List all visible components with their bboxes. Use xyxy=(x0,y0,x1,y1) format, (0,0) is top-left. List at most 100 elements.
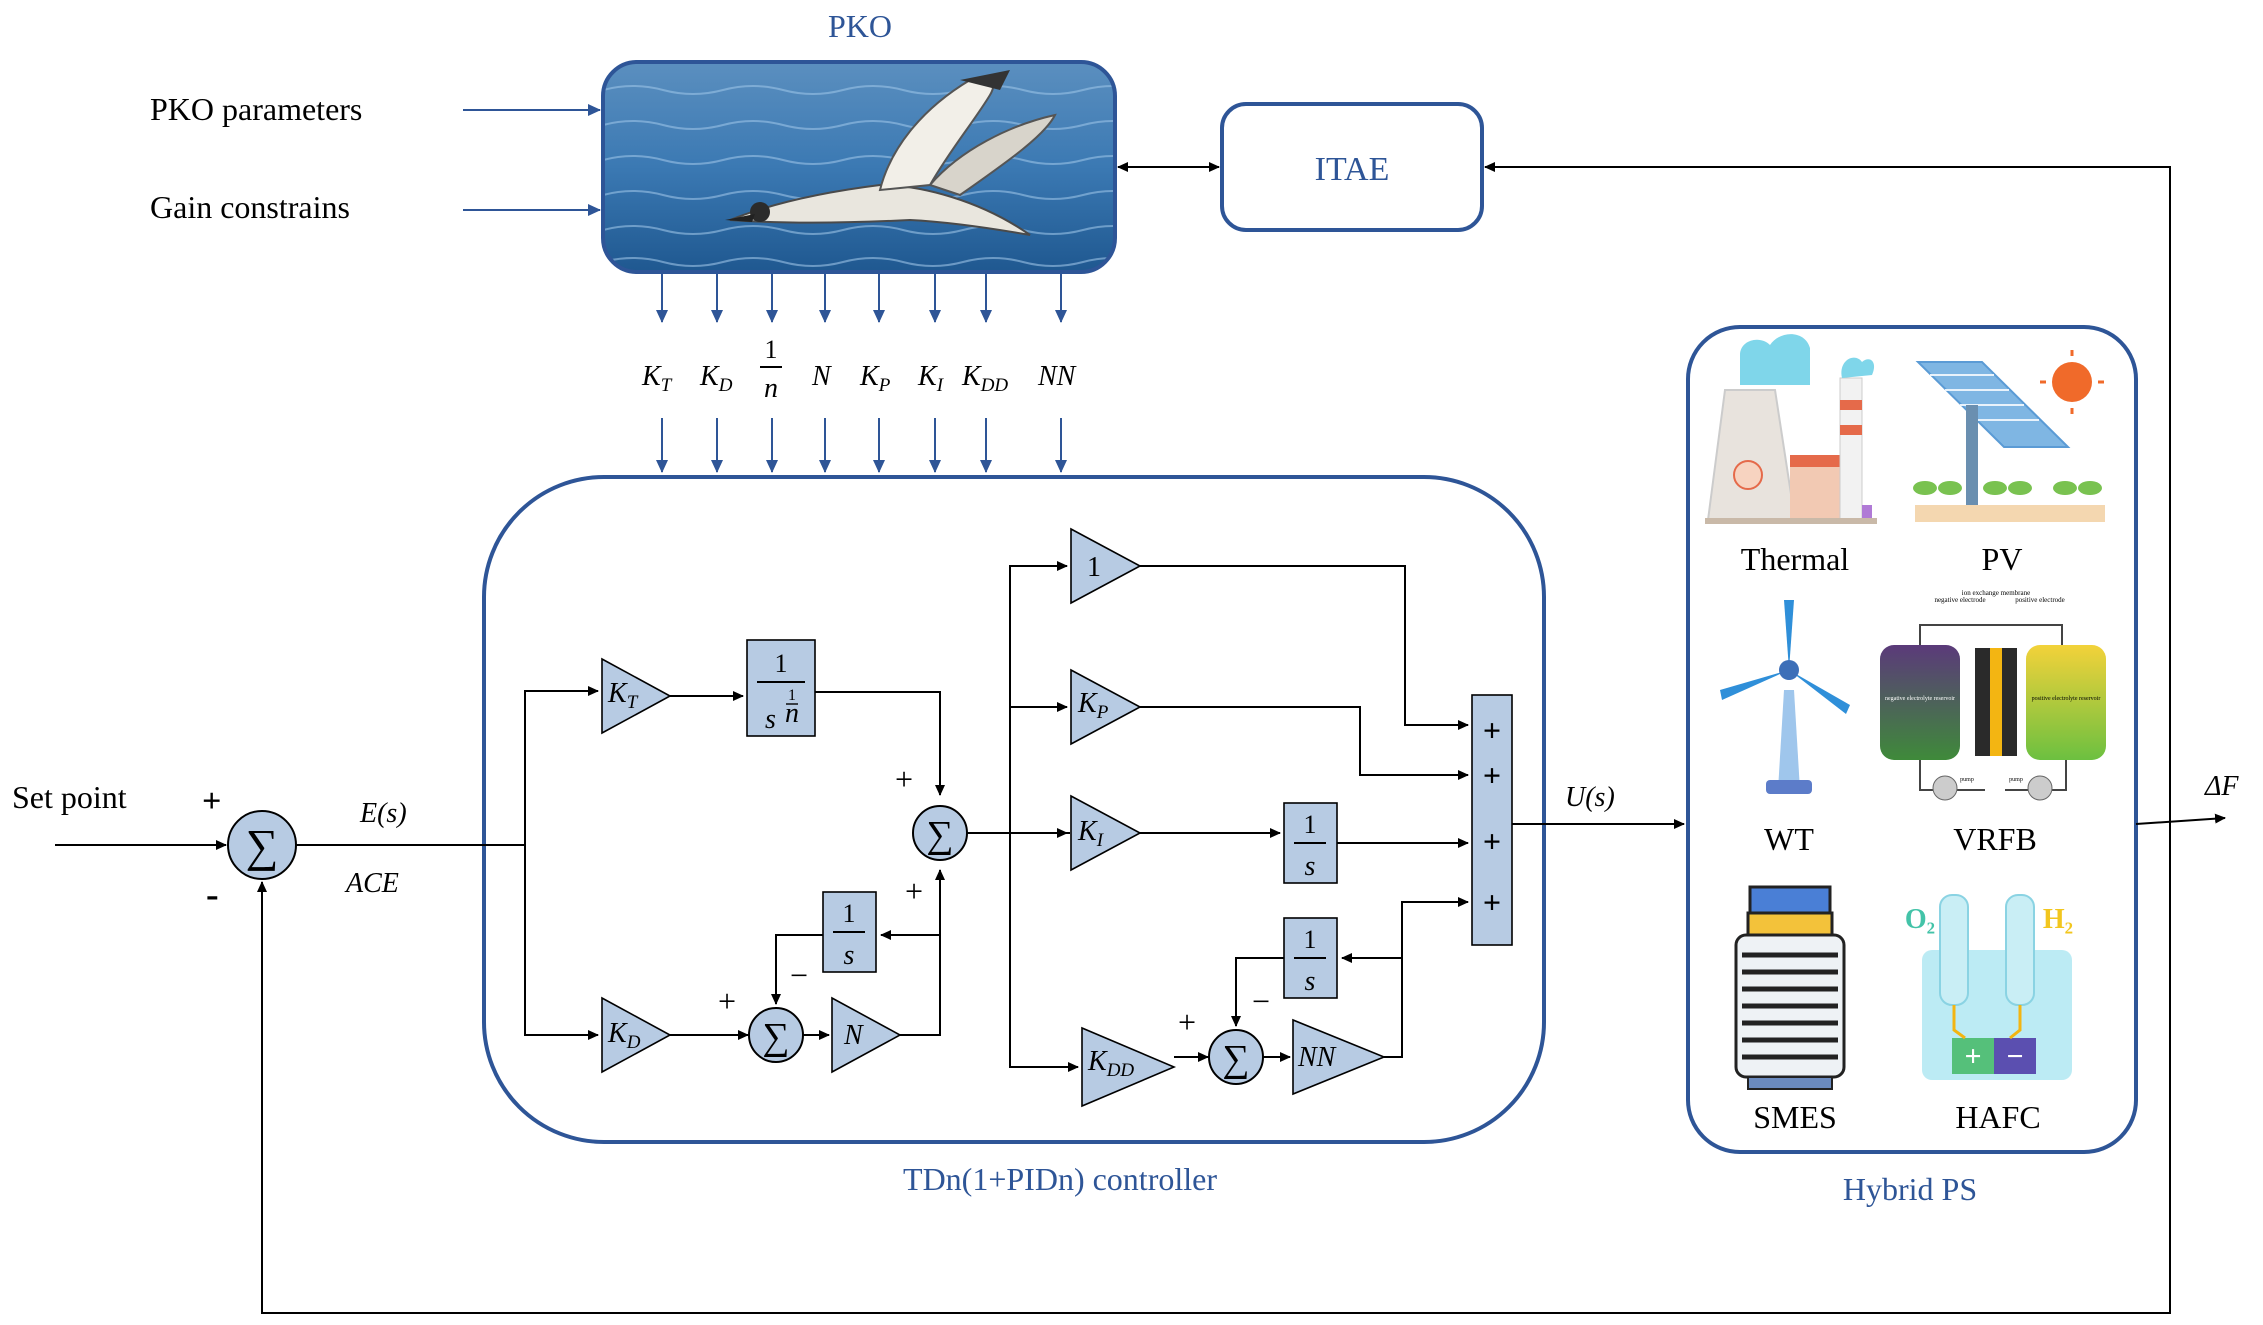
param-kd: KD xyxy=(699,361,733,396)
controller-title: TDn(1+PIDn) controller xyxy=(903,1161,1217,1197)
svg-text:s: s xyxy=(844,940,855,971)
param-nn: NN xyxy=(1037,361,1077,392)
gain-nn: NN xyxy=(1292,1018,1387,1096)
vrfb-battery-icon: negative electrode ion exchange membrane… xyxy=(1880,589,2106,801)
n-integrator-to-sum-wire xyxy=(771,934,823,1005)
gain-kdd: KDD xyxy=(1081,1026,1177,1108)
svg-text:+: + xyxy=(1964,1040,1981,1073)
svg-text:∑: ∑ xyxy=(762,1016,789,1058)
pko-title: PKO xyxy=(828,8,892,44)
pko-parameters-label: PKO parameters xyxy=(150,91,362,127)
split-up-wire xyxy=(524,686,599,845)
n-to-tdn-sum-wire xyxy=(900,869,945,1036)
svg-text:pump: pump xyxy=(1960,777,1974,783)
param-inv-n: 1 n xyxy=(760,335,782,404)
controller-frame xyxy=(482,475,1546,1144)
svg-text:+: + xyxy=(1483,757,1501,793)
param-kdd: KDD xyxy=(961,361,1008,396)
svg-text:positive electrode: positive electrode xyxy=(2015,596,2065,604)
tdn-sum-plus-top: + xyxy=(895,761,913,797)
svg-text:∑: ∑ xyxy=(926,814,953,856)
source-hafc-label: HAFC xyxy=(1955,1099,2040,1135)
svg-text:H₂: H₂ xyxy=(2043,904,2073,935)
gain-kp: KP xyxy=(1070,668,1142,746)
itae-label: ITAE xyxy=(1315,151,1390,188)
svg-text:O₂: O₂ xyxy=(1905,904,1935,935)
svg-text:N: N xyxy=(843,1020,864,1051)
svg-text:+: + xyxy=(1483,884,1501,920)
frac-int-out-wire xyxy=(815,691,945,796)
smes-icon xyxy=(1734,885,1846,1090)
svg-text:negative electrode: negative electrode xyxy=(1934,596,1985,604)
pv-solar-icon xyxy=(1913,350,2105,522)
source-vrfb-label: VRFB xyxy=(1953,821,2037,857)
svg-text:1: 1 xyxy=(1304,810,1317,839)
control-signal-label: U(s) xyxy=(1565,782,1615,813)
param-kp: KP xyxy=(859,361,891,396)
parameter-arrows-top xyxy=(656,272,1067,323)
param-kt: KT xyxy=(641,361,673,396)
gain-n: N xyxy=(831,996,902,1074)
nn-to-output-sum-wire xyxy=(1384,897,1469,1058)
itae-feedback-wire xyxy=(1484,162,2171,822)
kd-sum-plus: + xyxy=(718,983,736,1019)
svg-text:KD: KD xyxy=(607,1018,641,1053)
svg-text:s: s xyxy=(765,704,776,735)
kd-sum-minus: − xyxy=(790,957,808,993)
source-pv-label: PV xyxy=(1982,541,2023,577)
kdd-sum-plus: + xyxy=(1178,1004,1196,1040)
plant-title: Hybrid PS xyxy=(1843,1171,1977,1207)
param-n: N xyxy=(811,361,832,392)
svg-text:pump: pump xyxy=(2009,777,2023,783)
kd-summing-junction: ∑ xyxy=(748,1007,804,1063)
svg-text:1: 1 xyxy=(775,649,788,678)
svg-text:negative electrolyte reservoir: negative electrolyte reservoir xyxy=(1885,696,1955,702)
error-signal-label: E(s) xyxy=(359,798,407,829)
svg-text:s: s xyxy=(1305,851,1316,882)
svg-text:1: 1 xyxy=(788,687,796,704)
kp-to-output-wire xyxy=(1140,706,1469,780)
gain-kd: KD xyxy=(601,996,672,1074)
main-feedback-wire xyxy=(257,822,2171,1314)
output-summing-bar: + + + + xyxy=(1471,694,1513,946)
parameter-labels: KT KD 1 n N KP KI KDD NN xyxy=(641,335,1077,404)
svg-text:n: n xyxy=(764,373,778,404)
svg-text:1: 1 xyxy=(765,335,778,364)
parameter-arrows-bottom xyxy=(656,418,1067,473)
svg-text:1: 1 xyxy=(1304,925,1317,954)
svg-text:1: 1 xyxy=(843,899,856,928)
svg-text:n: n xyxy=(785,698,799,729)
svg-text:∑: ∑ xyxy=(1222,1038,1249,1080)
svg-text:s: s xyxy=(1305,966,1316,997)
unity-to-output-wire xyxy=(1140,565,1469,730)
gain-constraints-label: Gain constrains xyxy=(150,189,350,225)
thermal-plant-icon xyxy=(1705,334,1877,524)
kdd-sum-minus: − xyxy=(1252,983,1270,1019)
wind-turbine-icon xyxy=(1720,600,1850,794)
kdd-summing-junction: ∑ xyxy=(1208,1029,1264,1085)
gain-ki: KI xyxy=(1070,794,1142,872)
source-wt-label: WT xyxy=(1764,821,1814,857)
svg-text:positive electrolyte reservoir: positive electrolyte reservoir xyxy=(2032,696,2101,702)
bus-to-unity-wire xyxy=(1009,561,1068,833)
delta-f-output-arrow xyxy=(2135,813,2226,825)
svg-text:−: − xyxy=(2006,1040,2023,1073)
fractional-integrator-block: 1 s 1 n xyxy=(746,639,816,737)
main-sum-minus: - xyxy=(206,874,219,916)
integrator-ki: 1 s xyxy=(1283,802,1338,884)
svg-text:1: 1 xyxy=(1087,552,1101,583)
main-sum-plus: + xyxy=(202,783,221,820)
gain-kt: KT xyxy=(601,657,672,735)
svg-text:NN: NN xyxy=(1297,1042,1337,1073)
itae-block: ITAE xyxy=(1220,102,1484,232)
split-down-wire xyxy=(524,845,599,1040)
svg-text:ion exchange membrane: ion exchange membrane xyxy=(1962,589,2030,597)
tdn-sum-plus-bottom: + xyxy=(905,873,923,909)
bus-to-kdd-wire xyxy=(1009,833,1079,1072)
nn-integrator-to-sum-wire xyxy=(1231,957,1284,1027)
integrator-feedback-n: 1 s xyxy=(822,891,877,973)
gain-unity: 1 xyxy=(1070,527,1142,605)
source-thermal-label: Thermal xyxy=(1741,541,1850,577)
integrator-feedback-nn: 1 s xyxy=(1283,917,1338,999)
param-ki: KI xyxy=(917,361,945,396)
